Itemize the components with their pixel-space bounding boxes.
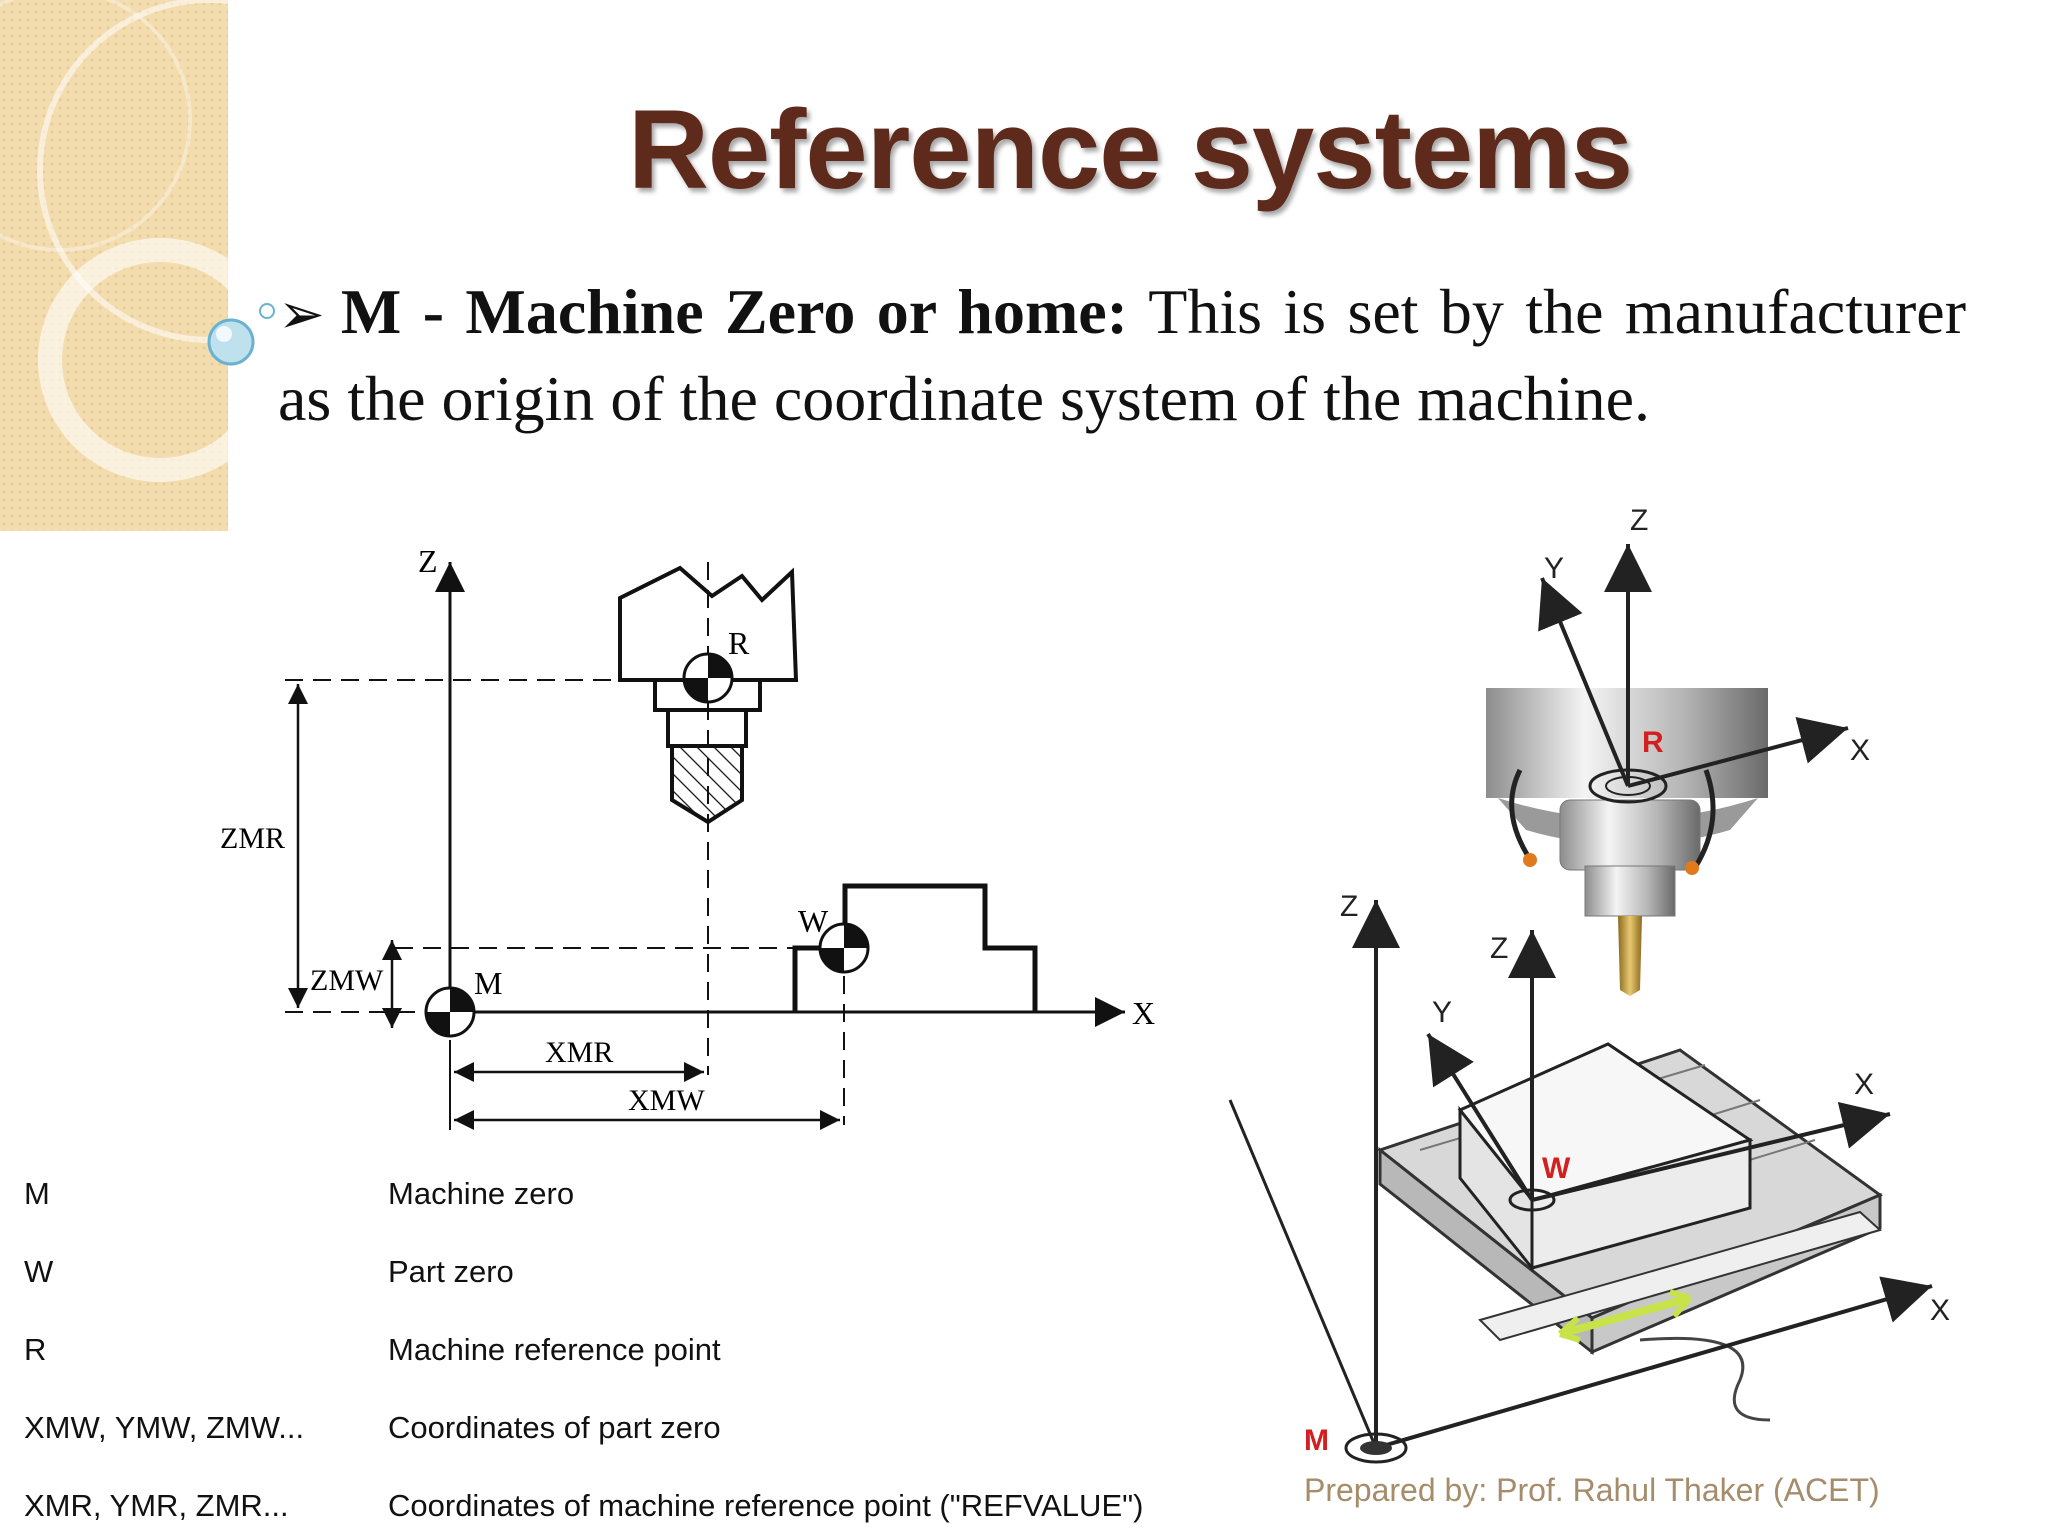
part-w-label: W <box>1542 1152 1571 1185</box>
bubble-decoration <box>207 303 275 366</box>
legend-value: Coordinates of machine reference point (… <box>388 1488 1144 1523</box>
legend-key: W <box>24 1254 54 1289</box>
end-mill-tool <box>1618 916 1642 996</box>
machine-zero-symbol <box>424 986 476 1038</box>
bullet-term: M - Machine Zero or home: <box>340 276 1128 347</box>
machine-x-label: X <box>1930 1294 1950 1327</box>
legend-key: XMR, YMR, ZMR... <box>24 1488 289 1523</box>
reference-2d-diagram: Z X R W M ZMR ZMW XMR XMW <box>220 543 1155 1130</box>
spindle-y-label: Y <box>1544 552 1564 585</box>
slider-arrow-green <box>1558 1294 1692 1338</box>
workpiece-shape <box>792 883 1038 1012</box>
spindle-x-label: X <box>1850 734 1870 767</box>
cutting-tool-shape <box>670 744 744 825</box>
legend-value: Machine reference point <box>388 1332 721 1367</box>
legend-value: Coordinates of part zero <box>388 1410 721 1445</box>
legend-value: Part zero <box>388 1254 514 1289</box>
bullet-text: This is set by the manufacturer as the o… <box>278 276 1967 434</box>
xmw-label: XMW <box>628 1084 705 1117</box>
part-y-label: Y <box>1432 996 1452 1029</box>
machine-m-label: M <box>1304 1424 1329 1457</box>
xmr-label: XMR <box>545 1036 613 1069</box>
part-zero-label: W <box>798 903 829 939</box>
zmr-label: ZMR <box>220 822 285 855</box>
legend-key: M <box>24 1176 50 1211</box>
x-axis-label: X <box>1132 995 1155 1031</box>
arrow-bullet-icon: ➢ <box>278 284 325 346</box>
legend-value: Machine zero <box>388 1176 575 1211</box>
bullet-paragraph: ➢M - Machine Zero or home: This is set b… <box>278 270 1966 441</box>
zmw-label: ZMW <box>310 964 384 997</box>
slide-title: Reference systems <box>627 87 1633 212</box>
machine-zero-label: M <box>474 965 502 1001</box>
legend-key: R <box>24 1332 47 1367</box>
footer-credit: Prepared by: Prof. Rahul Thaker (ACET) <box>1304 1472 1880 1508</box>
part-x-label: X <box>1854 1068 1874 1101</box>
spindle-r-label: R <box>1642 726 1664 759</box>
legend-key: XMW, YMW, ZMW... <box>24 1410 305 1445</box>
machine-z-label: Z <box>1340 890 1358 923</box>
table-rail <box>1478 1210 1883 1342</box>
z-axis-label: Z <box>418 543 438 579</box>
spindle-z-label: Z <box>1630 504 1648 537</box>
part-z-label: Z <box>1490 932 1508 965</box>
ref-point-symbol <box>682 652 734 704</box>
part-zero-symbol <box>818 922 870 974</box>
decorative-sidebar <box>0 0 228 531</box>
ref-point-label: R <box>728 625 750 661</box>
